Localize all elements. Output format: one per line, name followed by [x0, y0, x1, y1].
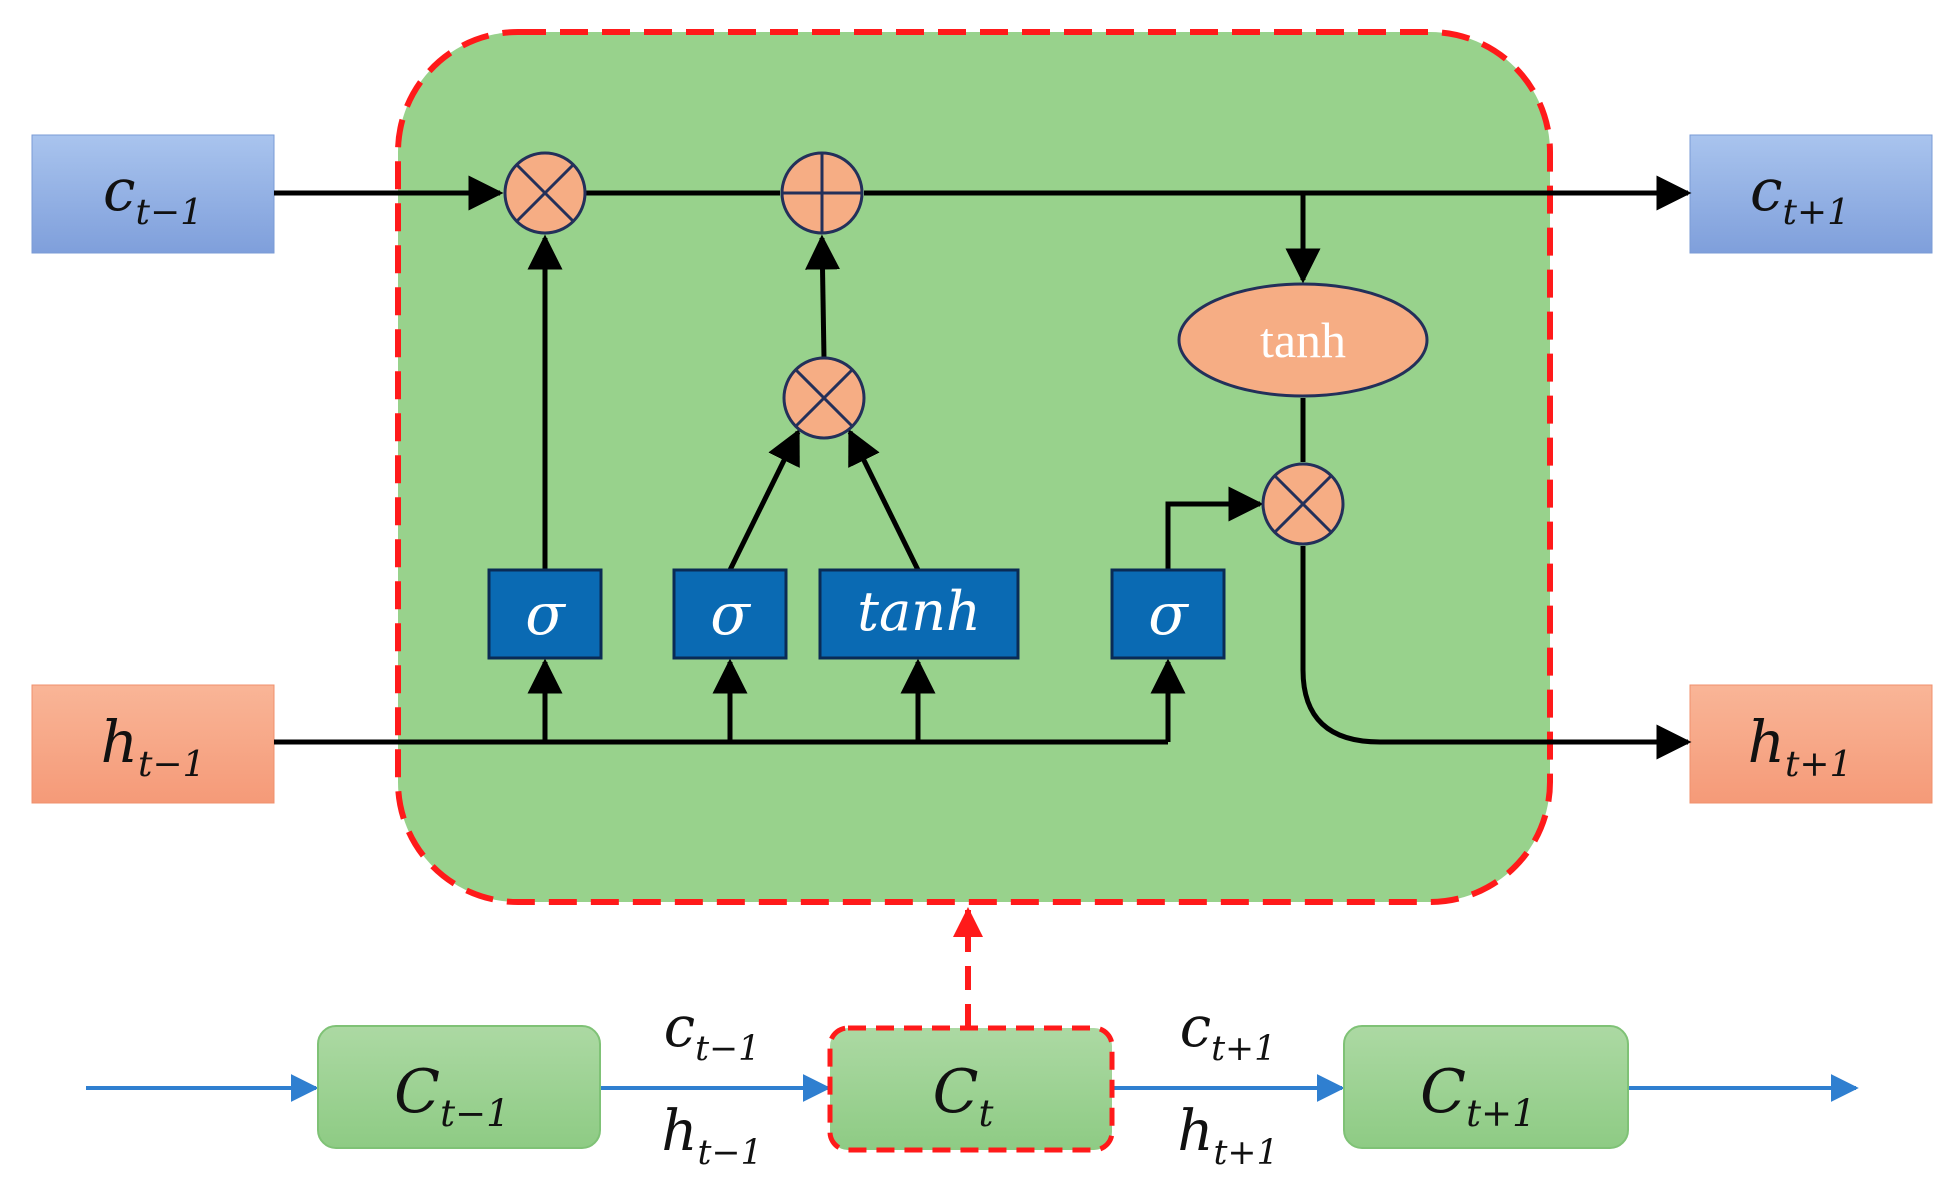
- wires: [274, 175, 1692, 760]
- cell-tanh-label: tanh: [1260, 312, 1346, 368]
- input-gate-label: σ: [710, 580, 751, 648]
- h-prev-box: [31, 684, 275, 804]
- chain-cell-prev-label: Ct−1: [394, 1057, 510, 1135]
- candidate-gate-label: tanh: [857, 580, 980, 643]
- add-op: [780, 151, 864, 235]
- chain-cell-next-label: Ct+1: [1420, 1057, 1536, 1135]
- h-next-label: ht+1: [1748, 708, 1853, 785]
- link-1-h-label: ht−1: [661, 1099, 762, 1173]
- input-multiply-op: [782, 356, 866, 440]
- c-next-label: ct+1: [1750, 156, 1850, 233]
- chain-cell-prev: [317, 1025, 601, 1149]
- h-prev-label: ht−1: [101, 708, 206, 785]
- link-2-c-label: ct+1: [1180, 995, 1277, 1069]
- candidate-gate-box: [818, 568, 1020, 660]
- output-gate-label: σ: [1148, 580, 1189, 648]
- forget-multiply-op: [503, 151, 587, 235]
- chain-cell-next: [1343, 1025, 1629, 1149]
- link-2-h-label: ht+1: [1177, 1099, 1278, 1173]
- forget-gate-box: [487, 568, 603, 660]
- c-prev-box: [31, 134, 275, 254]
- forget-gate-label: σ: [525, 580, 566, 648]
- input-gate-box: [672, 568, 788, 660]
- lstm-cell-container: [395, 29, 1553, 905]
- chain-cell-current-label: Ct: [933, 1057, 994, 1135]
- c-prev-label: ct−1: [103, 156, 203, 233]
- cell-tanh-ellipse: [1177, 282, 1429, 398]
- c-next-box: [1689, 134, 1933, 254]
- h-next-box: [1689, 684, 1933, 804]
- output-gate-box: [1110, 568, 1226, 660]
- link-1-c-label: ct−1: [664, 995, 761, 1069]
- output-multiply-op: [1261, 462, 1345, 546]
- chain-cell-current: [827, 1025, 1115, 1153]
